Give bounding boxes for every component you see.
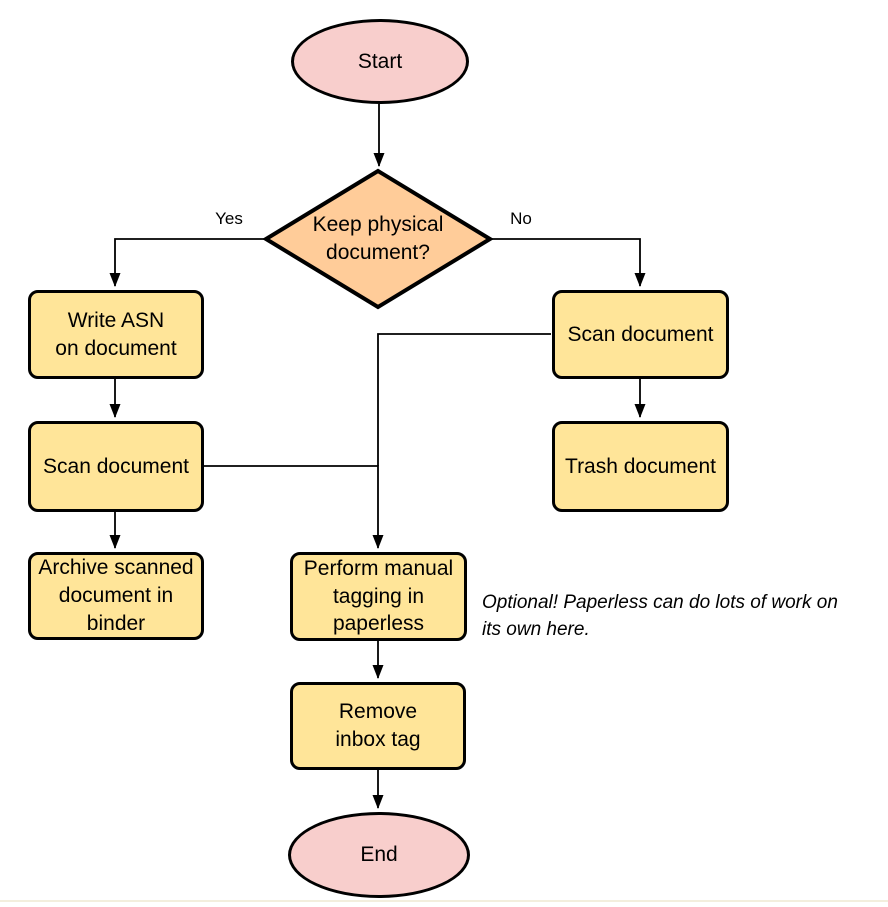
node-write-asn-label: Write ASN on document (55, 308, 177, 360)
node-trash-document: Trash document (552, 421, 729, 512)
node-remove-inbox-tag: Remove inbox tag (290, 682, 466, 770)
edge-group (109, 104, 646, 809)
edge-label-yes: Yes (215, 209, 243, 228)
edge-decision-write-asn (109, 238, 266, 287)
decision-diamond-shape (262, 168, 494, 310)
node-decision-label: Keep physical document? (312, 213, 444, 264)
node-end-label: End (360, 843, 398, 867)
node-start: Start (291, 19, 469, 104)
bottom-divider (0, 900, 888, 902)
node-start-label: Start (357, 49, 403, 73)
node-remove-inbox-tag-label: Remove inbox tag (335, 700, 421, 751)
edge-scan-right-tagging (377, 333, 551, 466)
node-perform-manual-tagging: Perform manual tagging in paperless (290, 552, 467, 641)
node-perform-manual-tagging-label: Perform manual tagging in paperless (303, 556, 454, 636)
node-scan-document-left-label: Scan document (43, 454, 189, 478)
edge-scan-left-tagging (204, 465, 384, 549)
node-scan-document-right: Scan document (552, 290, 729, 379)
node-write-asn-on-document: Write ASN on document (28, 290, 204, 379)
edge-label-no: No (510, 209, 532, 228)
node-scan-document-right-label: Scan document (567, 322, 714, 346)
node-trash-document-label: Trash document (565, 454, 716, 478)
node-decision: Keep physical document? (274, 208, 482, 270)
node-scan-document-left: Scan document (28, 421, 204, 512)
node-archive-label: Archive scanned document in binder (38, 556, 194, 635)
optional-note: Optional! Paperless can do lots of work … (482, 592, 838, 640)
node-end: End (288, 812, 470, 898)
node-archive-scanned-document: Archive scanned document in binder (28, 552, 204, 640)
edge-decision-scan-right (490, 238, 646, 287)
